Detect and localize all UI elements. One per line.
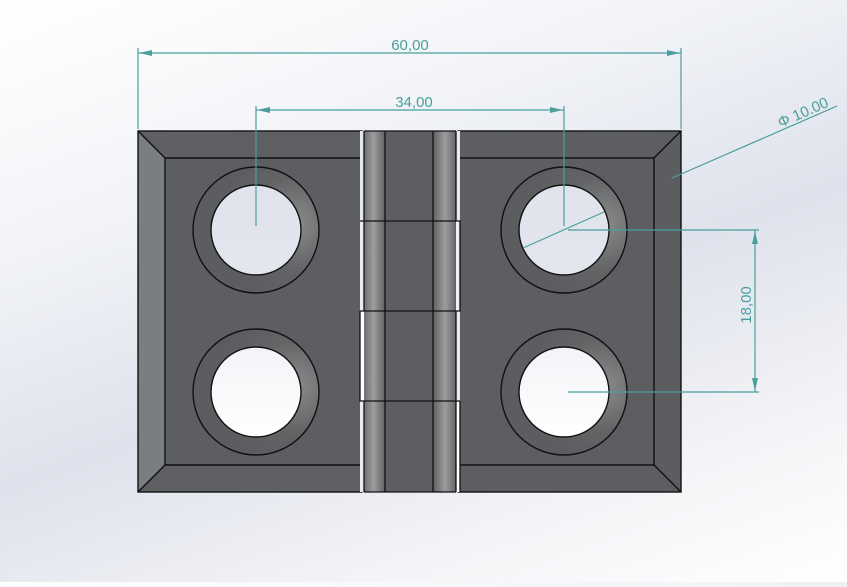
- dimension-overall-width[interactable]: [137, 48, 682, 129]
- left-leaf-bevel: [138, 131, 165, 492]
- dimension-label-hole-spacing-vertical: 18,00: [738, 286, 755, 324]
- arrowhead-icon: [667, 50, 680, 56]
- dimension-hole-spacing-horizontal[interactable]: [255, 106, 565, 226]
- dimension-hole-diameter[interactable]: [522, 105, 838, 249]
- right-leaf-bevel: [654, 131, 681, 492]
- hole-bottom-left[interactable]: [192, 328, 320, 456]
- arrowhead-icon: [257, 107, 270, 113]
- hole-bottom-right[interactable]: [500, 328, 628, 456]
- arrowhead-icon: [752, 378, 758, 391]
- arrowhead-icon: [752, 231, 758, 244]
- hole-top-left[interactable]: [192, 166, 320, 294]
- hinge-knuckle[interactable]: [359, 130, 461, 493]
- dimension-label-hole-spacing-horizontal: 34,00: [395, 94, 433, 111]
- dimension-label-hole-diameter: Φ 10.00: [775, 94, 831, 131]
- dimension-hole-spacing-vertical[interactable]: [568, 229, 759, 393]
- arrowhead-icon: [550, 107, 563, 113]
- arrowhead-icon: [139, 50, 152, 56]
- dimension-label-overall-width: 60,00: [391, 37, 429, 54]
